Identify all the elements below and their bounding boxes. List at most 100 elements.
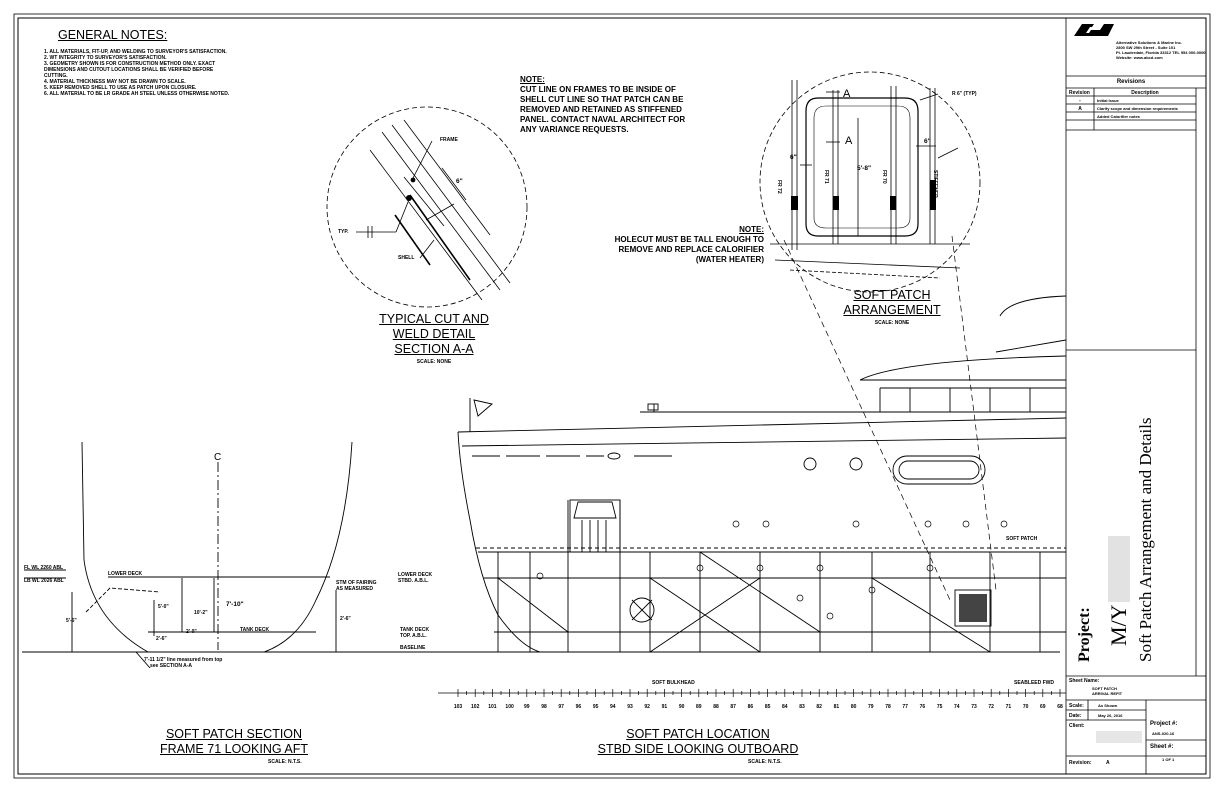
leader-line-left bbox=[783, 239, 951, 601]
desc-col-header: Description bbox=[1131, 90, 1159, 96]
weld-detail-title-line: TYPICAL CUT AND bbox=[379, 312, 489, 326]
section-a-top: A bbox=[843, 88, 851, 100]
frame-number: 97 bbox=[558, 704, 564, 710]
frame-number: 79 bbox=[868, 704, 874, 710]
vessel-name: M/Y bbox=[1106, 604, 1131, 646]
label-fr-left: FR 72 bbox=[776, 180, 782, 194]
label-lb-wl: LB WL 2026 ABL bbox=[24, 578, 64, 584]
project-no: ANS-020-16 bbox=[1152, 731, 1175, 736]
shell-weld-dot bbox=[406, 195, 412, 201]
note-cut-title: NOTE: bbox=[520, 75, 545, 84]
dim-7-10: 7'-10" bbox=[226, 601, 244, 608]
frame-clip-right bbox=[890, 196, 896, 210]
weld-detail-title-line: SECTION A-A bbox=[394, 342, 474, 356]
frame-number: 94 bbox=[610, 704, 616, 710]
note-holecut-title: NOTE: bbox=[739, 225, 764, 234]
client-redacted bbox=[1096, 731, 1142, 743]
label-fr-mid2: FR 70 bbox=[881, 170, 887, 184]
frame-number: 70 bbox=[1022, 704, 1029, 710]
frame-number: 72 bbox=[988, 704, 994, 710]
section-note-2: see SECTION A-A bbox=[150, 663, 193, 669]
frame-number: 95 bbox=[592, 704, 599, 710]
frame-number: 87 bbox=[730, 704, 736, 710]
frame-number: 71 bbox=[1005, 704, 1012, 710]
arrangement-title-line: SOFT PATCH bbox=[853, 288, 931, 302]
general-note-item: 3. GEOMETRY SHOWN IS FOR CONSTRUCTION ME… bbox=[44, 61, 216, 67]
revisions-header: Revisions bbox=[1116, 79, 1146, 85]
weld-detail-title: TYPICAL CUT AND WELD DETAIL SECTION A-A bbox=[360, 312, 508, 357]
section-view-title: SOFT PATCH SECTION FRAME 71 LOOKING AFT bbox=[136, 727, 332, 757]
location-view-title-line: STBD SIDE LOOKING OUTBOARD bbox=[597, 742, 799, 756]
dim-2-6b: 2'-6" bbox=[340, 616, 351, 622]
rev-row-rev: A bbox=[1078, 106, 1082, 112]
frame-number: 89 bbox=[696, 704, 702, 710]
company-line: Alternative Solutions & Marine Inc. bbox=[1116, 40, 1183, 45]
label-stiffener: STIFFENER bbox=[932, 170, 938, 198]
section-view-title-line: FRAME 71 LOOKING AFT bbox=[160, 742, 308, 756]
dim-5-6: 5'-6" bbox=[66, 618, 77, 624]
weld-detail-scale: SCALE: NONE bbox=[416, 359, 452, 365]
note-cut-line: SHELL CUT LINE SO THAT PATCH CAN BE bbox=[520, 95, 684, 104]
label-fl-wl: FL WL 2260 ABL bbox=[24, 565, 64, 571]
frame-number: 92 bbox=[644, 704, 650, 710]
rev-row-desc: Clarify scope and dimension requirements bbox=[1097, 106, 1178, 111]
general-notes-title: GENERAL NOTES: bbox=[58, 28, 168, 42]
project-label: Project: bbox=[1076, 607, 1093, 662]
company-logo bbox=[1074, 24, 1114, 36]
dim-5-0: 5'-0" bbox=[158, 604, 169, 610]
frame-number: 91 bbox=[661, 704, 668, 710]
note-cut-line: ANY VARIANCE REQUESTS. bbox=[520, 125, 629, 134]
label-dim-left: 6" bbox=[790, 154, 797, 161]
note-holecut-line: REMOVE AND REPLACE CALORIFIER bbox=[618, 245, 765, 254]
frame-number: 74 bbox=[954, 704, 960, 710]
company-line: Website: www.abcd.com bbox=[1116, 55, 1163, 60]
frame-number: 102 bbox=[471, 704, 480, 710]
frame-number: 80 bbox=[850, 704, 857, 710]
label-typ: TYP. bbox=[338, 229, 349, 235]
arrangement-scale: SCALE: NONE bbox=[874, 320, 910, 326]
note-cut-line: PANEL. CONTACT NAVAL ARCHITECT FOR bbox=[520, 115, 686, 124]
frame-number: 81 bbox=[833, 704, 840, 710]
label-section-tank-deck: TANK DECK bbox=[240, 627, 270, 633]
location-view-scale: SCALE: N.T.S. bbox=[748, 759, 782, 765]
frame-clip-left bbox=[791, 196, 798, 210]
label-frame: FRAME bbox=[440, 137, 458, 143]
drawing-title: Soft Patch Arrangement and Details bbox=[1136, 417, 1155, 662]
rev-row-rev: - bbox=[1079, 98, 1081, 104]
frame-tick-bar bbox=[438, 689, 1066, 697]
soft-patch-highlight bbox=[959, 594, 987, 622]
general-note-item: 5. KEEP REMOVED SHELL TO USE AS PATCH UP… bbox=[44, 85, 197, 91]
sheet-name-2: ARRIVAL REFIT bbox=[1092, 691, 1123, 696]
section-hull bbox=[22, 441, 1060, 669]
rev-row-desc: Added Calorifier notes bbox=[1097, 114, 1140, 119]
frame-number: 78 bbox=[885, 704, 891, 710]
sheet-no: 1 OF 1 bbox=[1162, 757, 1175, 762]
location-view-title: SOFT PATCH LOCATION STBD SIDE LOOKING OU… bbox=[582, 727, 814, 757]
label-fr-mid1: FR 71 bbox=[823, 170, 829, 184]
date-value: May 26, 2016 bbox=[1098, 713, 1123, 718]
frame-number: 68 bbox=[1057, 704, 1063, 710]
frame-number: 82 bbox=[816, 704, 822, 710]
frame-number: 69 bbox=[1040, 704, 1046, 710]
note-cut-line: REMOVED AND RETAINED AS STIFFENED bbox=[520, 105, 682, 114]
project-no-label: Project #: bbox=[1150, 721, 1178, 727]
frame-number: 85 bbox=[764, 704, 771, 710]
label-soft-patch: SOFT PATCH bbox=[1006, 536, 1038, 542]
sheet-name-label: Sheet Name: bbox=[1069, 678, 1100, 684]
frame-number: 86 bbox=[747, 704, 754, 710]
frame-number: 75 bbox=[936, 704, 943, 710]
rev-row-desc: Initial Issue bbox=[1097, 98, 1119, 103]
label-loc-lower-deck: LOWER DECK bbox=[398, 572, 433, 578]
frame-number: 101 bbox=[488, 704, 497, 710]
ship-profile bbox=[457, 295, 1067, 653]
frame-number: 84 bbox=[782, 704, 788, 710]
company-info: Alternative Solutions & Marine Inc. 2800… bbox=[1116, 40, 1206, 60]
frame-number: 73 bbox=[971, 704, 977, 710]
frame-number: 77 bbox=[902, 704, 908, 710]
label-seableed-fwd: SEABLEED FWD bbox=[1014, 680, 1054, 686]
label-weld-dim: 6" bbox=[456, 178, 463, 185]
dim-10-2: 10'-2" bbox=[194, 610, 208, 616]
frame-number: 100 bbox=[505, 704, 514, 710]
title-block-frame bbox=[1065, 18, 1206, 774]
